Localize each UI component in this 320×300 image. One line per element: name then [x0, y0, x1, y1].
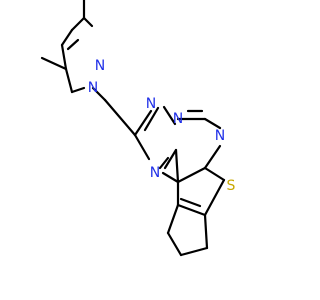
- atom-label-nitrogen: N: [150, 165, 160, 181]
- bond: [203, 178, 226, 217]
- bond: [176, 166, 207, 184]
- bond: [179, 246, 209, 257]
- bond: [203, 213, 209, 250]
- bond: [103, 98, 137, 137]
- bond: [143, 106, 160, 132]
- bond: [158, 156, 170, 170]
- bond: [133, 109, 153, 137]
- molecule-structure-diagram: N N N N N N S: [40, 0, 236, 257]
- bond: [179, 197, 202, 208]
- atom-label-nitrogen: N: [95, 58, 105, 74]
- bonds-layer: [40, 0, 226, 257]
- bond: [162, 105, 177, 126]
- bond: [203, 144, 222, 170]
- bond: [161, 171, 180, 184]
- bond: [40, 56, 68, 71]
- bond: [66, 38, 80, 51]
- atom-label-nitrogen: N: [173, 111, 183, 127]
- bond: [203, 166, 226, 182]
- atom-labels-layer: N N N N N N S: [88, 58, 236, 194]
- bond: [82, 16, 94, 28]
- bond: [60, 28, 74, 47]
- atom-label-nitrogen: N: [88, 80, 98, 96]
- bond: [70, 86, 86, 94]
- atom-label-sulfur: S: [227, 178, 236, 194]
- bond: [166, 231, 183, 257]
- bond: [60, 43, 68, 71]
- bond: [203, 117, 222, 130]
- bond: [70, 16, 86, 32]
- bond: [176, 203, 207, 217]
- atom-label-nitrogen: N: [215, 128, 225, 144]
- bond: [91, 86, 107, 102]
- bond: [64, 67, 74, 94]
- bond: [174, 148, 180, 184]
- bond: [133, 133, 151, 161]
- bond: [163, 148, 178, 170]
- bond: [166, 203, 180, 235]
- atom-label-nitrogen: N: [146, 96, 156, 112]
